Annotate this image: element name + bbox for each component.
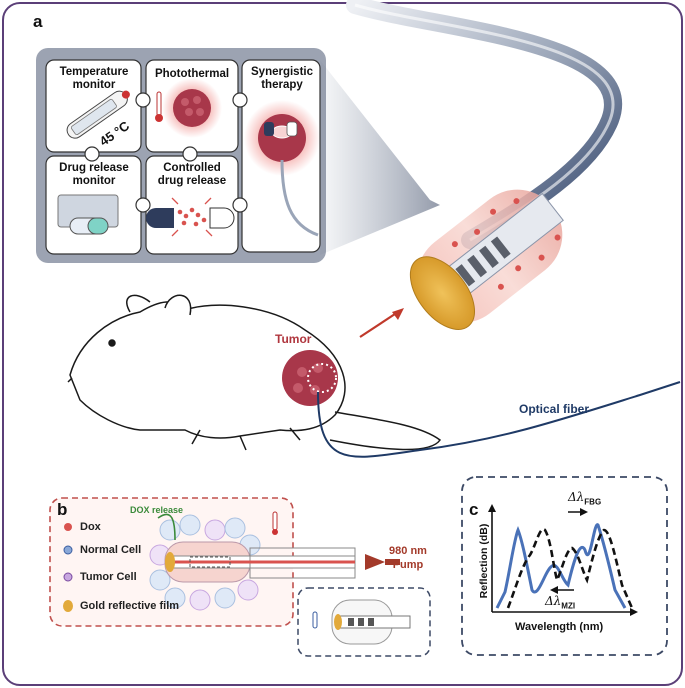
magnification-beam [320, 60, 440, 255]
legend-normal-cell-label: Normal Cell [80, 544, 142, 556]
thermometer-icon [66, 90, 130, 139]
mouse-tumor [282, 350, 338, 406]
pump-arrow [365, 554, 385, 570]
panel-b-thermometer-icon [272, 511, 278, 531]
legend-dox-marker [64, 523, 72, 531]
panel-c-ylabel: Reflection (dB) [478, 523, 490, 599]
legend-tumor-cell-marker [63, 572, 73, 582]
fiber-probe [409, 189, 564, 330]
legend-gold-film-marker [63, 600, 73, 612]
panel-b-fiber-device [164, 541, 356, 583]
legend-dox-label: Dox [80, 521, 101, 533]
panel-a-letter: a [33, 12, 43, 31]
mzi-shift-label: ΔλMZI [545, 594, 576, 611]
panel-c-box [461, 476, 668, 656]
synergistic-tumor-icon [244, 100, 320, 237]
inset-fiber-device [312, 599, 411, 645]
drug-release-monitor-icon [57, 194, 119, 235]
fbg-shift-label: ΔλFBG [568, 490, 602, 507]
pump-wavelength-label: 980 nm [389, 545, 427, 557]
panel-c-letter: c [469, 500, 479, 519]
spectrum-mzi-curve [506, 527, 634, 609]
tile-photothermal-title: Photothermal [154, 68, 230, 80]
spectrum-fbg-curve [495, 523, 627, 609]
photothermal-tumor-icon [155, 78, 222, 138]
legend-tumor-cell-label: Tumor Cell [80, 571, 137, 583]
tile-synergistic-title: Synergistic therapy [251, 66, 313, 91]
legend-gold-film-label: Gold reflective film [80, 600, 180, 612]
tile-drug-release-monitor-title: Drug release monitor [59, 162, 129, 187]
mouse-illustration [67, 294, 442, 451]
legend-normal-cell-marker [63, 545, 73, 555]
tile-controlled-release-title: Controlled drug release [157, 162, 227, 187]
panel-c-xlabel: Wavelength (nm) [515, 621, 604, 633]
controlled-release-capsule-icon [146, 197, 235, 237]
panel-b-letter: b [57, 500, 68, 519]
tumor-label: Tumor [275, 332, 312, 346]
dox-release-arrow [157, 513, 176, 541]
tile-temperature-monitor-title: Temperature monitor [59, 66, 129, 91]
pump-label: Pump [392, 559, 424, 571]
dox-release-label: DOX release [130, 505, 184, 515]
fiber-line [317, 381, 681, 458]
zoom-arrow [359, 311, 399, 338]
optical-fiber-label: Optical fiber [519, 402, 590, 416]
